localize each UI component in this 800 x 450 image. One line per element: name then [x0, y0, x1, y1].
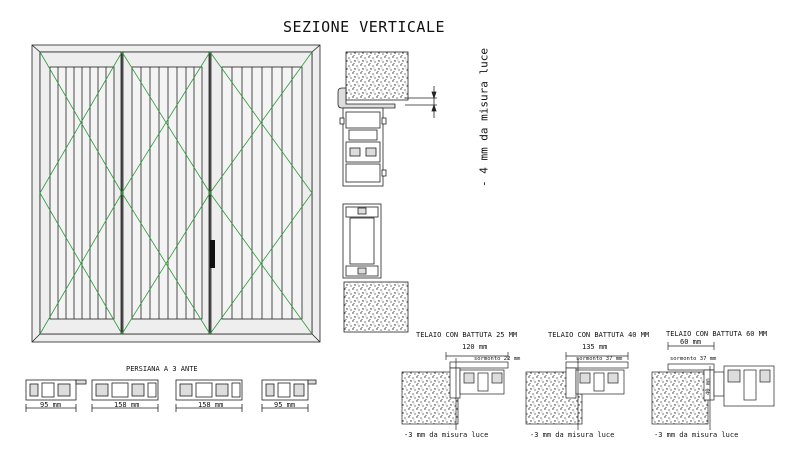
frame-title-40: TELAIO CON BATTUTA 40 MM — [548, 331, 650, 339]
frame-overlap-25: sormonto 22 mm — [474, 356, 521, 362]
profile-section-4 — [261, 379, 317, 401]
profile-bottom — [342, 203, 382, 279]
frame-side-60: 40 mm — [705, 378, 712, 396]
frame-detail-40 — [525, 352, 629, 430]
shutter-leaf-left — [39, 51, 123, 335]
shutter-handle — [210, 240, 215, 268]
profile-width-4: 95 mm — [274, 401, 296, 409]
shutter-braces — [39, 51, 313, 335]
frame-width-60: 60 mm — [680, 338, 702, 346]
frame-note-60: -3 mm da misura luce — [654, 431, 739, 439]
profile-width-2: 158 mm — [114, 401, 140, 409]
profile-top — [337, 87, 396, 187]
profile-width-1: 95 mm — [40, 401, 62, 409]
frame-note-25: -3 mm da misura luce — [404, 431, 489, 439]
masonry-block-bottom — [343, 281, 409, 333]
frame-note-40: -3 mm da misura luce — [530, 431, 615, 439]
frame-width-25: 120 mm — [462, 343, 488, 351]
frame-detail-25 — [401, 352, 509, 430]
profile-section-1 — [25, 379, 87, 401]
frame-title-25: TELAIO CON BATTUTA 25 MM — [416, 331, 518, 339]
frame-detail-60 — [651, 342, 775, 430]
vertical-dimension-note: - 4 mm da misura luce — [477, 47, 491, 188]
frame-details — [401, 342, 775, 430]
vertical-section — [337, 51, 437, 333]
profile-section-2 — [91, 379, 159, 401]
frame-width-40: 135 mm — [582, 343, 608, 351]
section-title: SEZIONE VERTICALE — [283, 18, 446, 36]
profile-strip — [25, 379, 317, 412]
profile-width-3: 158 mm — [198, 401, 224, 409]
frame-overlap-60: sormonto 37 mm — [670, 356, 717, 362]
shutter-leaf-center — [121, 51, 211, 335]
shutter-caption: PERSIANA A 3 ANTE — [126, 365, 198, 373]
masonry-block-top — [345, 51, 409, 101]
profile-section-3 — [175, 379, 243, 401]
shutter-leaf-right — [209, 51, 313, 335]
shutter-elevation — [31, 44, 321, 343]
frame-overlap-40: sormonto 37 mm — [576, 356, 623, 362]
frame-title-60: TELAIO CON BATTUTA 60 MM — [666, 330, 768, 338]
